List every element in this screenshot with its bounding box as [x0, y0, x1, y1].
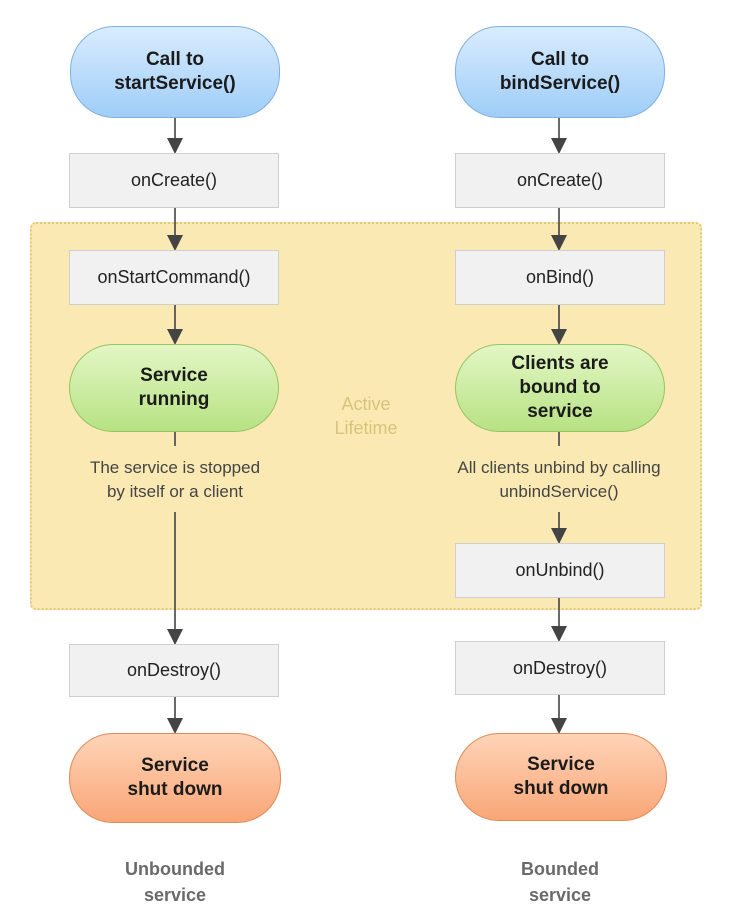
unbounded-service-caption: Unbounded service	[125, 859, 225, 905]
clients-bound-node: Clients are bound to service	[455, 344, 665, 432]
onstartcommand-box: onStartCommand()	[69, 250, 279, 305]
right-oncreate-box: onCreate()	[455, 153, 665, 208]
onunbind-box: onUnbind()	[455, 543, 665, 598]
active-lifetime-label: Active Lifetime	[334, 394, 398, 438]
start-service-node: Call to startService()	[70, 26, 280, 118]
right-shutdown-node: Service shut down	[455, 733, 667, 821]
bind-service-node: Call to bindService()	[455, 26, 665, 118]
left-oncreate-box: onCreate()	[69, 153, 279, 208]
left-shutdown-node: Service shut down	[69, 733, 281, 823]
left-ondestroy-box: onDestroy()	[69, 644, 279, 697]
left-stop-note: The service is stopped by itself or a cl…	[89, 458, 261, 501]
service-running-node: Service running	[69, 344, 279, 432]
right-ondestroy-box: onDestroy()	[455, 641, 665, 695]
right-unbind-note: All clients unbind by calling unbindServ…	[457, 458, 661, 501]
bounded-service-caption: Bounded service	[521, 859, 599, 905]
onbind-box: onBind()	[455, 250, 665, 305]
